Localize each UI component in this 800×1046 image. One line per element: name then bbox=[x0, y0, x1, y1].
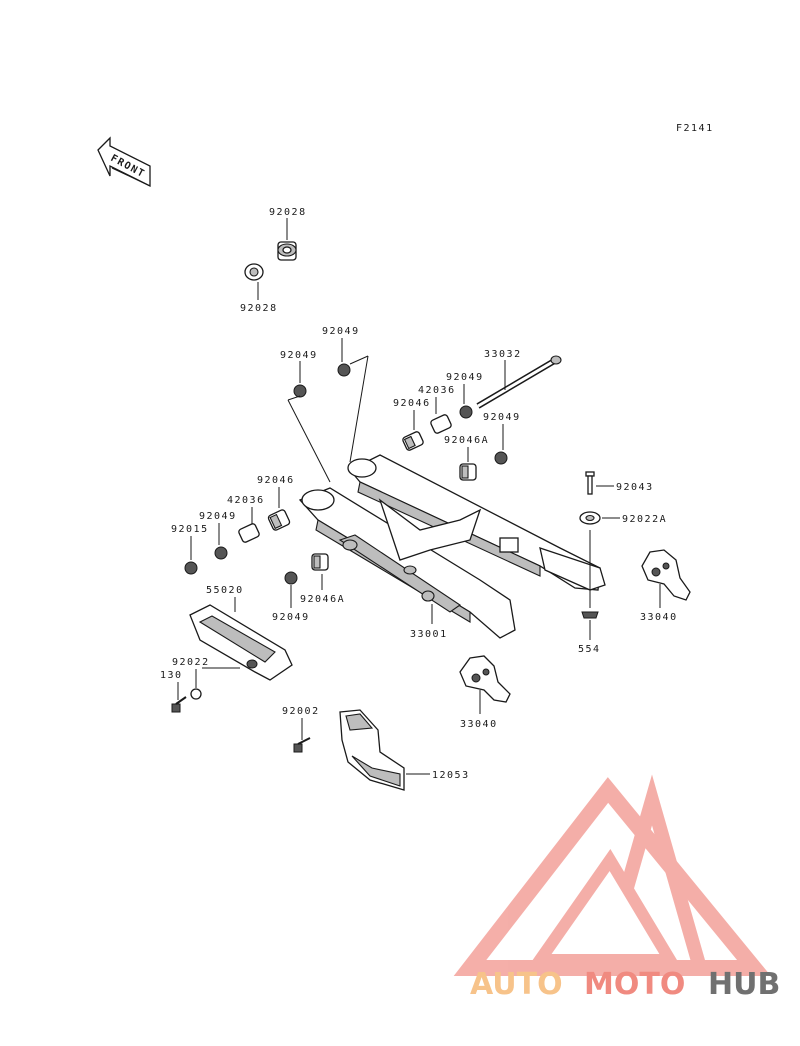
label-33040-b: 33040 bbox=[460, 719, 498, 730]
seal-92049-c bbox=[459, 405, 473, 419]
watermark-logo-icon bbox=[453, 774, 771, 976]
seal-92049-b bbox=[337, 363, 351, 377]
label-92015: 92015 bbox=[171, 524, 209, 535]
label-92049-e: 92049 bbox=[199, 511, 237, 522]
label-92049-d: 92049 bbox=[483, 412, 521, 423]
label-33001: 33001 bbox=[410, 629, 448, 640]
chain-guard-12053 bbox=[339, 709, 405, 791]
label-55020: 55020 bbox=[206, 585, 244, 596]
label-130: 130 bbox=[160, 670, 183, 681]
bearing-92046A-a bbox=[459, 463, 477, 481]
front-arrow-icon bbox=[97, 136, 151, 188]
label-92049-c: 92049 bbox=[446, 372, 484, 383]
label-12053: 12053 bbox=[432, 770, 470, 781]
label-33040-a: 33040 bbox=[640, 612, 678, 623]
bearing-92046A-b bbox=[311, 553, 329, 571]
label-92043: 92043 bbox=[616, 482, 654, 493]
chain-slider-55020 bbox=[189, 604, 293, 681]
washer-92022 bbox=[190, 688, 202, 700]
bolt-130 bbox=[171, 696, 187, 713]
label-92046-a: 92046 bbox=[393, 398, 431, 409]
pin-92043 bbox=[585, 471, 595, 495]
chain-adjuster-33040-lower bbox=[459, 655, 511, 703]
label-554: 554 bbox=[578, 644, 601, 655]
label-92002: 92002 bbox=[282, 706, 320, 717]
bearing-92046-b bbox=[267, 509, 291, 531]
collar-42036-b bbox=[238, 523, 260, 543]
watermark-moto: MOTO bbox=[584, 967, 685, 1002]
label-33032: 33032 bbox=[484, 349, 522, 360]
label-92022A: 92022A bbox=[622, 514, 667, 525]
clip-554 bbox=[581, 611, 599, 619]
figure-id: F2141 bbox=[676, 123, 714, 134]
seal-92049-d bbox=[494, 451, 508, 465]
label-42036-b: 42036 bbox=[227, 495, 265, 506]
seal-92049-f bbox=[284, 571, 298, 585]
bearing-92046-a bbox=[402, 431, 424, 451]
watermark-text: AUTO MOTO HUB bbox=[470, 967, 780, 1002]
label-92046A-b: 92046A bbox=[300, 594, 345, 605]
nut-92015 bbox=[184, 561, 198, 575]
watermark-hub: HUB bbox=[708, 967, 780, 1002]
label-92049-a: 92049 bbox=[280, 350, 318, 361]
label-92049-f: 92049 bbox=[272, 612, 310, 623]
seal-92049-a bbox=[293, 384, 307, 398]
label-92028-bottom: 92028 bbox=[240, 303, 278, 314]
seal-92049-e bbox=[214, 546, 228, 560]
bushing-92028-upper bbox=[277, 241, 297, 261]
bolt-92002 bbox=[293, 737, 311, 753]
label-92046A-a: 92046A bbox=[444, 435, 489, 446]
collar-42036-a bbox=[430, 414, 452, 434]
label-92022: 92022 bbox=[172, 657, 210, 668]
swing-arm-33001 bbox=[298, 454, 606, 639]
label-92049-b: 92049 bbox=[322, 326, 360, 337]
label-92046-b: 92046 bbox=[257, 475, 295, 486]
bushing-92028-lower bbox=[244, 263, 264, 281]
label-42036-a: 42036 bbox=[418, 385, 456, 396]
label-92028-top: 92028 bbox=[269, 207, 307, 218]
chain-adjuster-33040-right bbox=[641, 549, 691, 601]
washer-92022A bbox=[579, 511, 601, 525]
pivot-shaft-33032 bbox=[476, 355, 562, 409]
watermark-auto: AUTO bbox=[470, 967, 563, 1002]
